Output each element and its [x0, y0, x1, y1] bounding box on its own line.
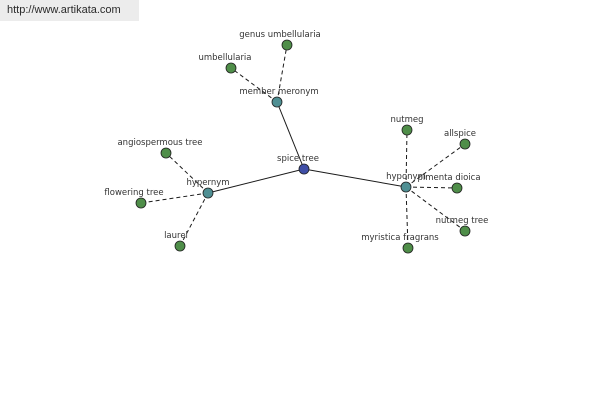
node-spice-tree[interactable]	[298, 163, 310, 175]
node-label-hyponym[interactable]: hyponym	[386, 172, 426, 182]
graph-edges	[140, 44, 466, 249]
graph-labels: spice tree member meronym hypernym hyponym g…	[104, 30, 488, 243]
node-label-flowering-tree[interactable]: flowering tree	[104, 188, 163, 198]
edge-hyponym-to-pimenta-dioica	[405, 186, 458, 189]
graph-nodes	[135, 39, 471, 254]
edge-hyponym-to-myristica-fragrans	[405, 186, 409, 249]
node-hypernym[interactable]	[202, 187, 214, 199]
node-allspice[interactable]	[459, 138, 471, 150]
edge-hyponym-to-nutmeg	[405, 129, 408, 188]
edge-hypernym-to-laurel	[179, 192, 209, 247]
node-label-nutmeg-tree[interactable]: nutmeg tree	[436, 216, 489, 226]
node-hyponym[interactable]	[400, 181, 412, 193]
node-nutmeg[interactable]	[401, 124, 413, 136]
node-label-pimenta-dioica[interactable]: pimenta dioica	[417, 173, 480, 183]
node-label-allspice[interactable]: allspice	[444, 129, 476, 139]
node-flowering-tree[interactable]	[135, 197, 147, 209]
edge-member-meronym-to-genus-umbellularia	[276, 44, 288, 103]
edge-spice-tree-to-member-meronym	[276, 101, 305, 170]
node-label-umbellularia[interactable]: umbellularia	[198, 53, 251, 63]
edge-hypernym-to-flowering-tree	[140, 192, 209, 204]
edge-spice-tree-to-hyponym	[303, 168, 407, 188]
node-myristica-fragrans[interactable]	[402, 242, 414, 254]
node-label-genus-umbellularia[interactable]: genus umbellularia	[239, 30, 321, 40]
node-angiospermous-tree[interactable]	[160, 147, 172, 159]
node-label-spice-tree[interactable]: spice tree	[277, 154, 319, 164]
edge-hypernym-to-angiospermous-tree	[165, 152, 209, 194]
edge-spice-tree-to-hypernym	[207, 168, 305, 194]
node-label-member-meronym[interactable]: member meronym	[239, 87, 318, 97]
node-pimenta-dioica[interactable]	[451, 182, 463, 194]
node-member-meronym[interactable]	[271, 96, 283, 108]
node-label-angiospermous-tree[interactable]: angiospermous tree	[117, 138, 202, 148]
edge-hyponym-to-allspice	[405, 143, 466, 188]
node-nutmeg-tree[interactable]	[459, 225, 471, 237]
edge-hyponym-to-nutmeg-tree	[405, 186, 466, 232]
node-label-myristica-fragrans[interactable]: myristica fragrans	[361, 233, 439, 243]
node-label-hypernym[interactable]: hypernym	[186, 178, 229, 188]
node-laurel[interactable]	[174, 240, 186, 252]
site-url[interactable]: http://www.artikata.com	[0, 0, 139, 21]
node-label-nutmeg[interactable]: nutmeg	[390, 115, 423, 125]
node-label-laurel[interactable]: laurel	[164, 231, 188, 241]
node-umbellularia[interactable]	[225, 62, 237, 74]
edge-member-meronym-to-umbellularia	[230, 67, 278, 103]
node-genus-umbellularia[interactable]	[281, 39, 293, 51]
